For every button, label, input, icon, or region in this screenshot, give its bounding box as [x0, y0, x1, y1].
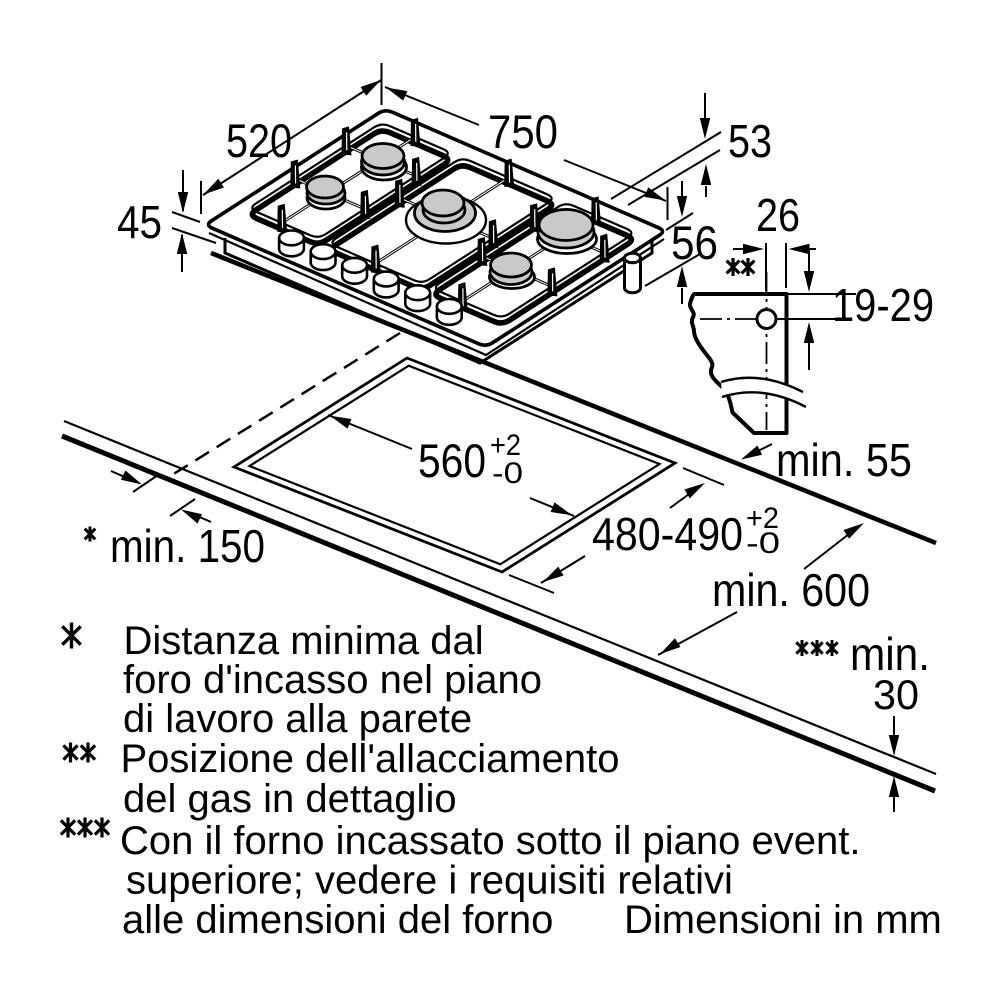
svg-text:min. 600: min. 600 [712, 564, 870, 616]
svg-text:Distanza minima dal: Distanza minima dal [124, 619, 484, 663]
svg-text:di lavoro alla parete: di lavoro alla parete [123, 697, 472, 741]
svg-text:alle dimensioni del forno: alle dimensioni del forno [122, 898, 553, 942]
svg-text:45: 45 [117, 196, 162, 248]
svg-text:foro d'incasso nel piano: foro d'incasso nel piano [123, 658, 542, 702]
svg-text:Dimensioni in mm: Dimensioni in mm [624, 898, 942, 942]
svg-text:min. 150: min. 150 [110, 520, 265, 572]
svg-text:min.: min. [850, 628, 930, 680]
svg-text:30: 30 [873, 671, 919, 718]
svg-text:superiore; vedere i requisiti: superiore; vedere i requisiti relativi [126, 859, 733, 903]
svg-text:min. 55: min. 55 [776, 434, 912, 486]
svg-text:480-490: 480-490 [592, 508, 743, 560]
svg-text:Posizione dell'allacciamento: Posizione dell'allacciamento [121, 737, 620, 781]
svg-text:750: 750 [488, 105, 558, 158]
svg-text:56: 56 [671, 216, 718, 269]
svg-text:+2: +2 [490, 429, 521, 462]
svg-text:53: 53 [728, 115, 772, 167]
svg-text:19-29: 19-29 [832, 279, 934, 331]
svg-text:-0: -0 [746, 527, 780, 560]
svg-text:520: 520 [226, 114, 292, 167]
svg-text:560: 560 [418, 434, 486, 487]
svg-text:+2: +2 [746, 502, 779, 535]
svg-text:26: 26 [756, 189, 800, 241]
svg-text:-0: -0 [492, 457, 523, 490]
svg-text:Con il forno incassato sotto i: Con il forno incassato sotto il piano ev… [120, 819, 860, 863]
svg-text:del gas in dettaglio: del gas in dettaglio [123, 777, 457, 821]
